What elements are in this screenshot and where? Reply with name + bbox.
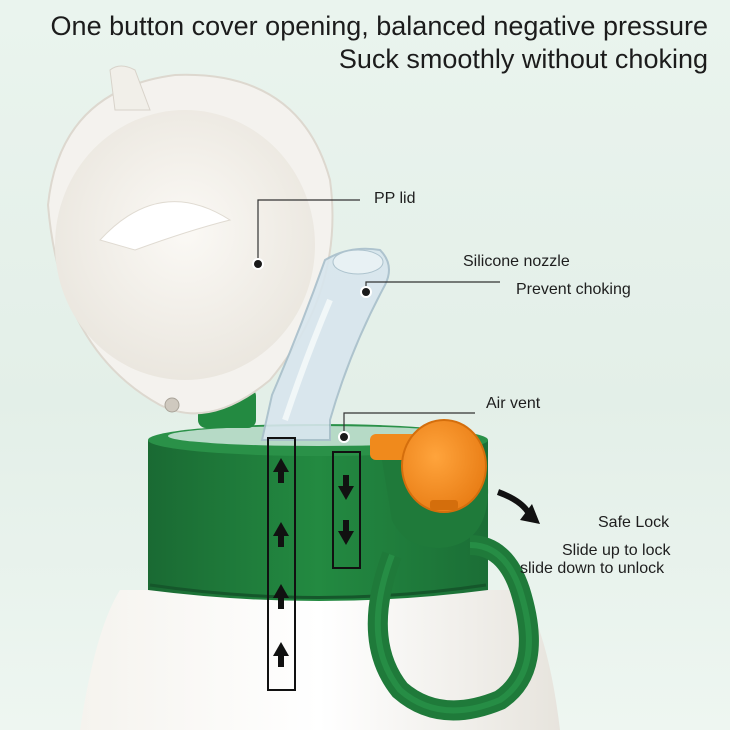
prevent-choking-label: Prevent choking <box>516 281 631 298</box>
carry-loop <box>367 535 539 721</box>
arrow-up-icon <box>273 522 289 547</box>
arrow-up-icon <box>273 584 289 609</box>
silicone-nozzle-label: Silicone nozzle <box>463 253 570 270</box>
arrow-down-icon <box>338 520 354 545</box>
arrow-up-icon <box>273 642 289 667</box>
air-vent-label: Air vent <box>486 395 541 412</box>
air-flow-up-indicator <box>267 437 296 691</box>
leader-dots <box>252 258 372 443</box>
pp-lid <box>46 65 334 415</box>
arrow-up-icon <box>273 458 289 483</box>
pp-lid-label: PP lid <box>374 190 416 207</box>
safe-lock-button <box>370 419 489 548</box>
bottle-body <box>80 590 560 730</box>
headline: One button cover opening, balanced negat… <box>18 10 708 76</box>
lock-instruction-1: Slide up to lock <box>562 542 671 559</box>
air-vent-down-indicator <box>332 451 361 569</box>
curved-arrow-icon <box>496 489 540 524</box>
safe-lock-label: Safe Lock <box>598 514 670 531</box>
silicone-nozzle <box>260 247 390 441</box>
headline-line-2: Suck smoothly without choking <box>338 44 708 74</box>
lock-instruction-2: slide down to unlock <box>520 560 665 577</box>
arrow-down-icon <box>338 475 354 500</box>
headline-line-1: One button cover opening, balanced negat… <box>50 11 708 41</box>
